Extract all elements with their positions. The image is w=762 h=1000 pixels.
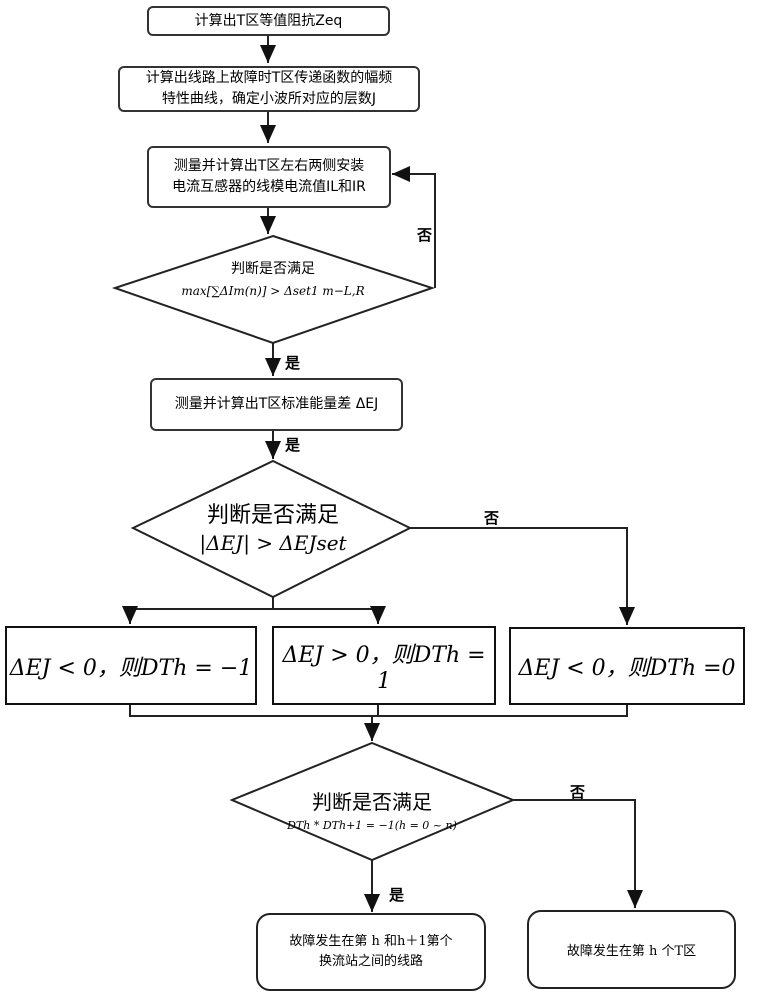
outcome-negative: ΔEJ < 0，则DTh = −1: [5, 626, 257, 705]
label-no-3: 否: [570, 783, 586, 801]
decision-2-title: 判断是否满足: [206, 503, 339, 528]
arrow-d2-o1: [122, 597, 274, 624]
decision-3-formula: DTh * DTh+1 = −1(h = 0 ~ n): [287, 819, 457, 832]
step-measure-line1: 测量并计算出T区左右两侧安装: [173, 158, 365, 174]
step-energy-text: 测量并计算出T区标准能量差 ΔEJ: [174, 396, 379, 412]
decision-diamond-1: [111, 234, 436, 345]
step-compute-zeq-text: 计算出T区等值阻抗Zeq: [194, 12, 343, 29]
decision-1-title: 判断是否满足: [231, 261, 315, 277]
label-yes-3: 是: [389, 886, 405, 904]
step-compute-zeq: 计算出T区等值阻抗Zeq: [147, 6, 390, 36]
arrow-d1-no-loop: [392, 166, 436, 288]
arrow-d2-o3: [410, 527, 635, 625]
outcome-negative-text: ΔEJ < 0，则DTh = −1: [9, 655, 253, 681]
decision-3-text: 判断是否满足 DTh * DTh+1 = −1(h = 0 ~ n): [262, 786, 482, 832]
result-in-t-zone-text: 故障发生在第 h 个T区: [566, 944, 697, 959]
decision-2-formula: |ΔEJ| > ΔEJset: [199, 531, 347, 555]
step-energy-difference: 测量并计算出T区标准能量差 ΔEJ: [150, 378, 403, 431]
arrow-d3-r2: [513, 799, 643, 908]
outcome-positive: ΔEJ > 0，则DTh = 1: [272, 626, 496, 705]
step-transfer-function: 计算出线路上故障时T区传递函数的幅频 特性曲线，确定小波所对应的层数J: [118, 66, 420, 112]
decision-2-text: 判断是否满足 |ΔEJ| > ΔEJset: [170, 497, 376, 555]
decision-1-text: 判断是否满足 max[∑ΔIm(n)] > Δset1 m−L,R: [170, 258, 376, 298]
label-yes-1: 是: [285, 354, 301, 372]
result-in-t-zone: 故障发生在第 h 个T区: [527, 910, 736, 989]
result-between-line2: 换流站之间的线路: [318, 954, 423, 969]
label-yes-2: 是: [285, 436, 301, 454]
decision-diamond-3: [229, 741, 516, 862]
step-measure-line2: 电流互感器的线模电流值IL和IR: [172, 179, 366, 195]
label-no-1: 否: [417, 226, 433, 244]
result-between-line1: 故障发生在第 h 和h＋1第个: [289, 934, 453, 949]
label-no-2: 否: [484, 509, 500, 527]
decision-3-title: 判断是否满足: [312, 790, 432, 814]
decision-diamond-2: [130, 459, 413, 599]
step-transfer-line2: 特性曲线，确定小波所对应的层数J: [161, 91, 377, 107]
result-between-stations: 故障发生在第 h 和h＋1第个 换流站之间的线路: [256, 913, 486, 991]
decision-1-formula: max[∑ΔIm(n)] > Δset1 m−L,R: [181, 284, 365, 298]
step-measure-currents: 测量并计算出T区左右两侧安装 电流互感器的线模电流值IL和IR: [147, 146, 391, 208]
outcome-positive-text: ΔEJ > 0，则DTh = 1: [282, 643, 486, 694]
step-transfer-line1: 计算出线路上故障时T区传递函数的幅频: [145, 70, 393, 86]
outcome-zero: ΔEJ < 0，则DTh =0: [509, 627, 745, 705]
outcome-zero-text: ΔEJ < 0，则DTh =0: [518, 656, 736, 681]
